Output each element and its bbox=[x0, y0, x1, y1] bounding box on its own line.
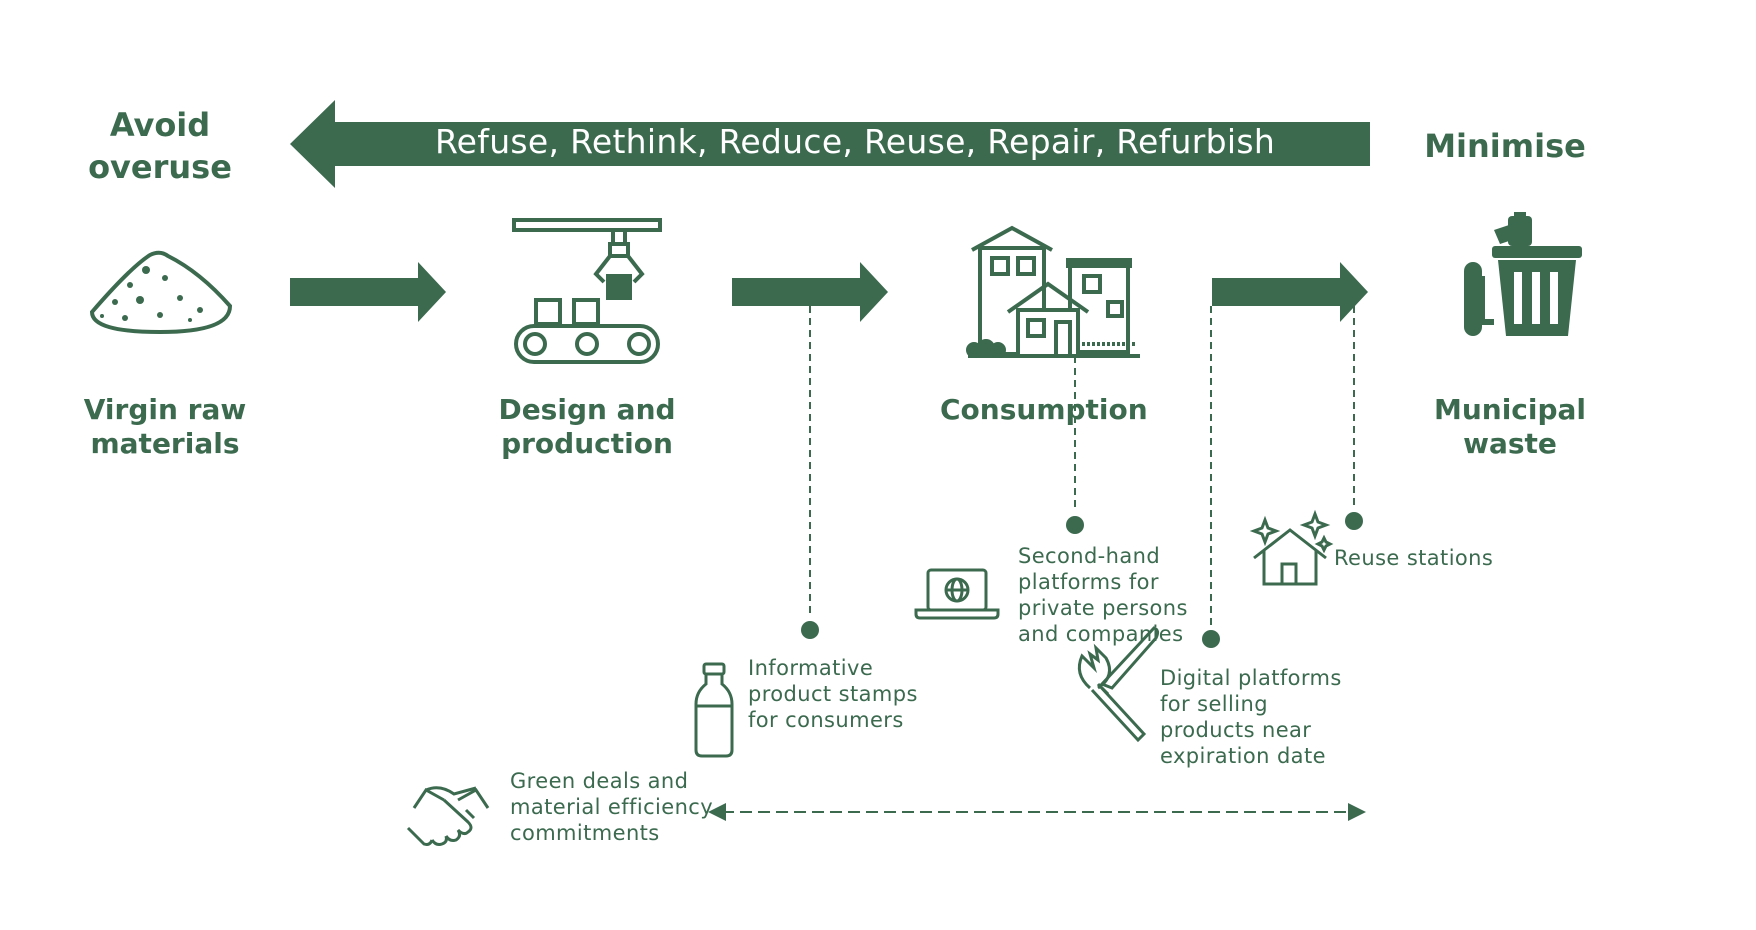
measure-green-deals: Green deals and material efficiency comm… bbox=[510, 769, 714, 845]
measure-reuse-stations: Reuse stations bbox=[1334, 546, 1494, 570]
handshake-icon bbox=[406, 786, 490, 846]
raw-material-pile-icon bbox=[89, 250, 233, 335]
connector-dot-digital bbox=[1202, 630, 1220, 648]
avoid-overuse-label: Avoid overuse bbox=[88, 106, 232, 186]
connector-dot-secondhand bbox=[1066, 516, 1084, 534]
minimise-label: Minimise bbox=[1424, 127, 1586, 165]
fork-knife-icon bbox=[1077, 626, 1160, 743]
houses-icon bbox=[966, 225, 1140, 358]
stage-label-municipal-waste: Municipal waste bbox=[1433, 393, 1587, 460]
production-line-icon bbox=[512, 218, 662, 364]
connector-dot-stamps bbox=[801, 621, 819, 639]
stage-label-consumption: Consumption bbox=[940, 393, 1148, 426]
trash-bin-icon bbox=[1464, 212, 1582, 336]
stage-label-design-production: Design and production bbox=[498, 393, 676, 460]
laptop-globe-icon bbox=[914, 568, 1000, 620]
banner-arrow bbox=[290, 100, 1370, 188]
bottle-icon bbox=[694, 662, 734, 758]
stage-label-virgin-raw-materials: Virgin raw materials bbox=[83, 393, 247, 460]
banner-text: Refuse, Rethink, Reduce, Reuse, Repair, … bbox=[434, 122, 1276, 161]
connector-dot-reuse bbox=[1345, 512, 1363, 530]
sparkling-house-icon bbox=[1249, 509, 1334, 586]
flow-arrow-1 bbox=[290, 262, 446, 322]
measure-second-hand-platforms: Second-hand platforms for private person… bbox=[1018, 544, 1188, 646]
measure-digital-platforms: Digital platforms for selling products n… bbox=[1160, 666, 1342, 768]
flow-arrow-3 bbox=[1212, 262, 1368, 322]
flow-arrow-2 bbox=[732, 262, 888, 322]
measure-product-stamps: Informative product stamps for consumers bbox=[748, 656, 918, 732]
green-deals-span-arrow bbox=[708, 803, 1366, 821]
